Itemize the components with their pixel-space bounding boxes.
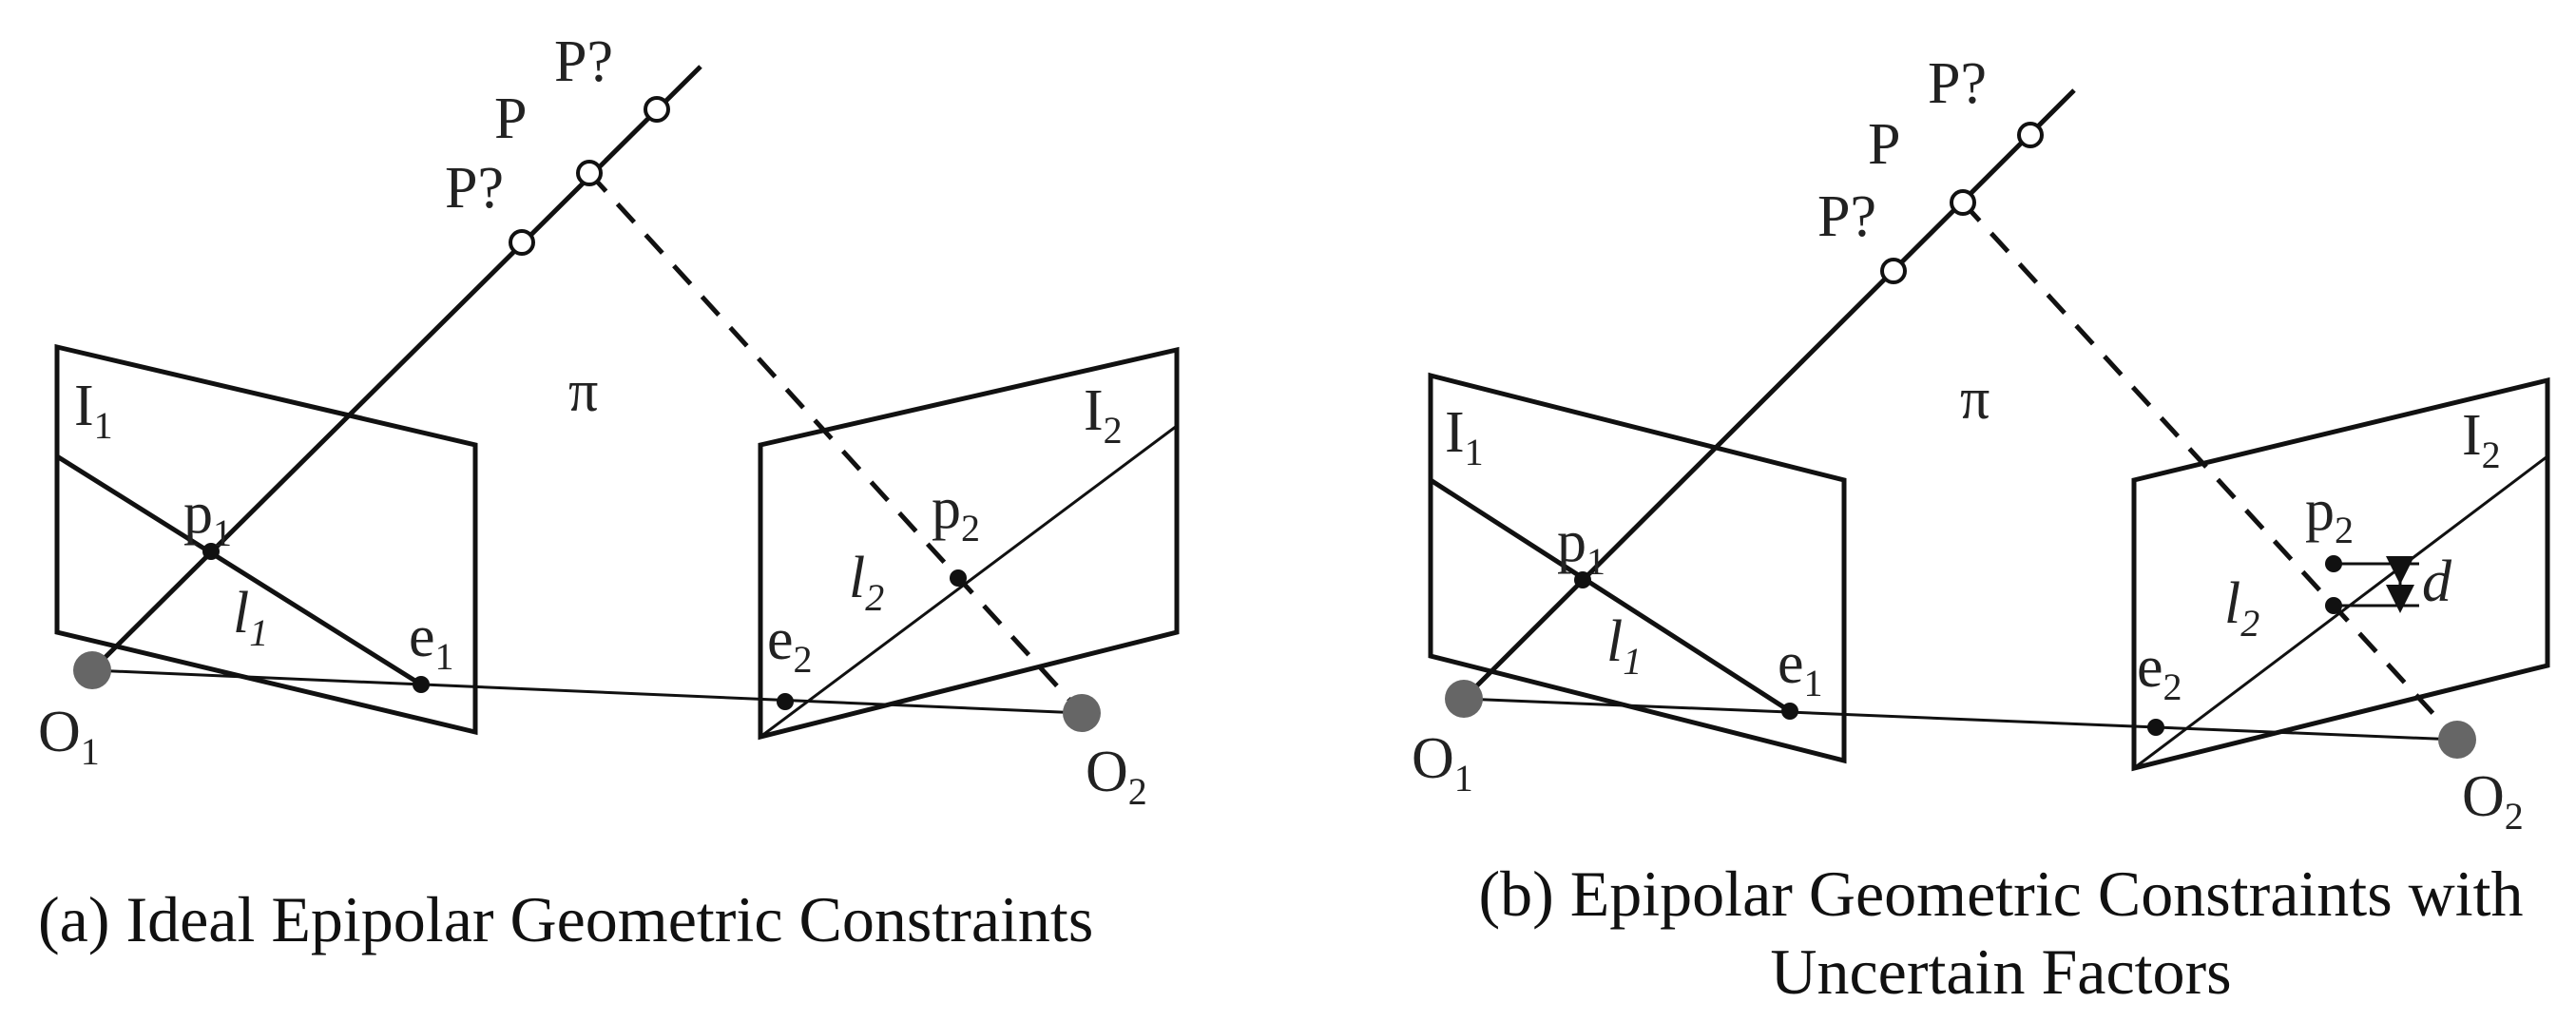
label-e2: e2	[2137, 635, 2182, 708]
panel-b: P? P P? π I1 I2 p1 p2 l1 l2 e1 e2 O1 O2 …	[1412, 51, 2550, 1008]
epipolar-line-2	[759, 424, 1178, 739]
label-p1: p1	[183, 481, 232, 554]
candidate-point-upper	[644, 96, 670, 123]
label-candidate-upper: P?	[1928, 51, 1987, 116]
candidate-point-lower	[1880, 258, 1907, 284]
ray-o1	[1462, 88, 2076, 701]
camera-center-o2	[2438, 721, 2476, 759]
camera-center-o1	[1445, 680, 1483, 718]
label-e1: e1	[1778, 631, 1823, 704]
label-candidate-lower: P?	[445, 156, 504, 221]
image-plane-2	[758, 346, 1180, 741]
label-plane: π	[1960, 367, 1990, 432]
point-e2	[2147, 719, 2164, 736]
point-e2	[777, 693, 794, 710]
label-l2: l2	[2224, 571, 2259, 645]
label-p2: p2	[2305, 478, 2354, 551]
caption-a: (a) Ideal Epipolar Geometric Constraints	[38, 883, 1093, 955]
panel-a: P? P P? π I1 I2 p1 p2 l1 l2 e1 e2 O1 O2 …	[38, 29, 1180, 955]
image-plane-1	[1428, 372, 1847, 764]
label-l2: l2	[849, 546, 884, 619]
point-p1	[202, 543, 220, 560]
epipolar-line-1	[1429, 477, 1792, 714]
label-image-1: I1	[74, 374, 113, 447]
point-p1	[1574, 571, 1591, 588]
point-p2	[950, 569, 967, 587]
label-candidate-upper: P?	[554, 29, 613, 94]
baseline	[1463, 697, 2458, 742]
label-o2: O2	[1086, 740, 1147, 813]
real-point	[576, 160, 603, 186]
label-o1: O1	[38, 700, 100, 773]
label-image-2: I2	[1084, 378, 1123, 452]
image-plane-2	[2131, 376, 2550, 772]
label-image-1: I1	[1445, 400, 1484, 473]
ray-o2-dashed	[587, 171, 1084, 715]
label-o2: O2	[2462, 764, 2524, 838]
point-e1	[413, 676, 430, 693]
image-plane-1	[54, 343, 478, 736]
label-point: P	[494, 87, 527, 151]
label-distance: d	[2422, 550, 2452, 614]
caption-b-line2: Uncertain Factors	[1770, 935, 2231, 1008]
label-p2: p2	[932, 476, 980, 550]
ray-o1	[90, 65, 702, 672]
label-o1: O1	[1412, 726, 1473, 800]
real-point	[1950, 189, 1976, 216]
caption-b-line1: (b) Epipolar Geometric Constraints with	[1478, 858, 2523, 930]
label-p1: p1	[1557, 510, 1605, 583]
label-plane: π	[568, 359, 598, 424]
label-l1: l1	[233, 581, 268, 654]
camera-center-o1	[73, 651, 111, 689]
camera-center-o2	[1063, 694, 1101, 732]
point-e1	[1781, 703, 1798, 720]
epipolar-line-1	[55, 453, 423, 687]
ray-o2-dashed	[1961, 201, 2459, 742]
candidate-point-upper	[2017, 122, 2044, 148]
baseline	[91, 668, 1083, 715]
label-l1: l1	[1606, 609, 1642, 683]
candidate-point-lower	[509, 229, 535, 256]
label-e1: e1	[409, 605, 454, 678]
label-candidate-lower: P?	[1817, 184, 1876, 249]
label-image-2: I2	[2462, 403, 2501, 476]
label-e2: e2	[767, 607, 813, 681]
label-point: P	[1868, 112, 1900, 177]
